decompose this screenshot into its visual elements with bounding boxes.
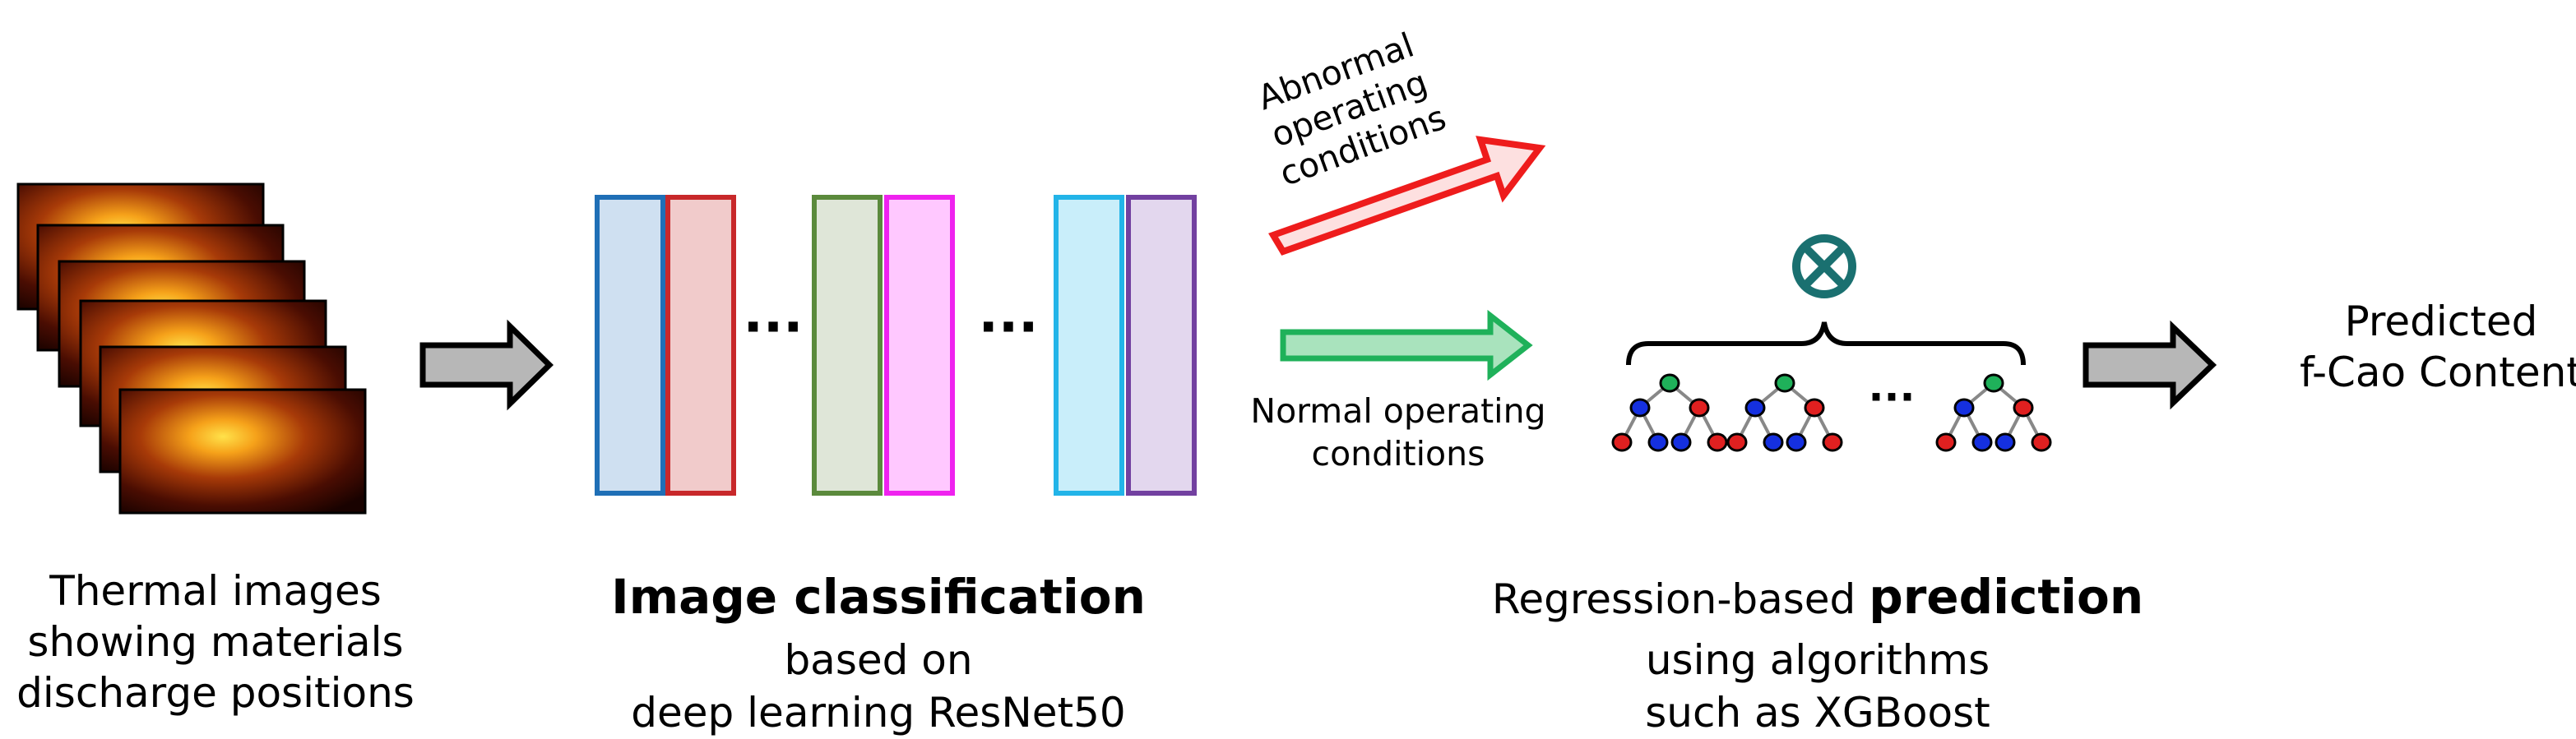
- svg-text:Predicted: Predicted: [2345, 298, 2538, 345]
- svg-text:deep learning ResNet50: deep learning ResNet50: [631, 689, 1125, 737]
- output-label: Predicted f-Cao Content: [2300, 298, 2576, 396]
- cnn-layer-block: [812, 195, 883, 496]
- decision-trees: [1611, 373, 2052, 452]
- output-arrow: [2083, 320, 2217, 410]
- svg-text:Normal operating: Normal operating: [1250, 391, 1545, 431]
- cnn-layer-block: [595, 195, 665, 496]
- layers-ellipsis: ···: [979, 298, 1039, 358]
- cnn-layers: [595, 195, 1197, 496]
- layers-ellipsis: ···: [744, 298, 804, 358]
- cnn-layer-block: [884, 195, 955, 496]
- cnn-layer-block: [665, 195, 736, 496]
- abnormal-label: Abnormal operating conditions: [1253, 25, 1451, 194]
- classification-title: Image classification: [611, 569, 1146, 625]
- svg-text:discharge positions: discharge positions: [16, 669, 415, 717]
- prediction-caption: Regression-based prediction using algori…: [1492, 569, 2143, 737]
- svg-text:conditions: conditions: [1312, 434, 1485, 473]
- prediction-title: Regression-based prediction: [1492, 569, 2143, 625]
- svg-text:using algorithms: using algorithms: [1646, 636, 1990, 684]
- svg-text:based on: based on: [784, 636, 972, 684]
- circle-times-icon: [1792, 234, 1856, 298]
- decision-tree: [1611, 373, 1728, 452]
- cnn-layer-block: [1054, 195, 1124, 496]
- normal-label: Normal operating conditions: [1250, 391, 1545, 473]
- normal-arrow: [1280, 309, 1533, 381]
- thermal-image: [118, 388, 367, 515]
- trees-ellipsis: ···: [1869, 373, 1916, 421]
- abnormal-arrow: [1268, 136, 1546, 256]
- ensemble-brace: [1626, 321, 2026, 366]
- decision-tree: [1726, 373, 1843, 452]
- thermal-caption: Thermal images showing materials dischar…: [16, 567, 415, 717]
- svg-text:f-Cao Content: f-Cao Content: [2300, 349, 2576, 396]
- cnn-layer-block: [1126, 195, 1197, 496]
- svg-text:such as XGBoost: such as XGBoost: [1645, 689, 1990, 737]
- flow-arrow: [419, 319, 554, 411]
- svg-text:Thermal images: Thermal images: [49, 567, 382, 615]
- thermal-image-stack: [16, 182, 367, 515]
- decision-tree: [1935, 373, 2052, 452]
- svg-text:showing materials: showing materials: [27, 618, 403, 666]
- classification-caption: Image classification based on deep learn…: [611, 569, 1146, 737]
